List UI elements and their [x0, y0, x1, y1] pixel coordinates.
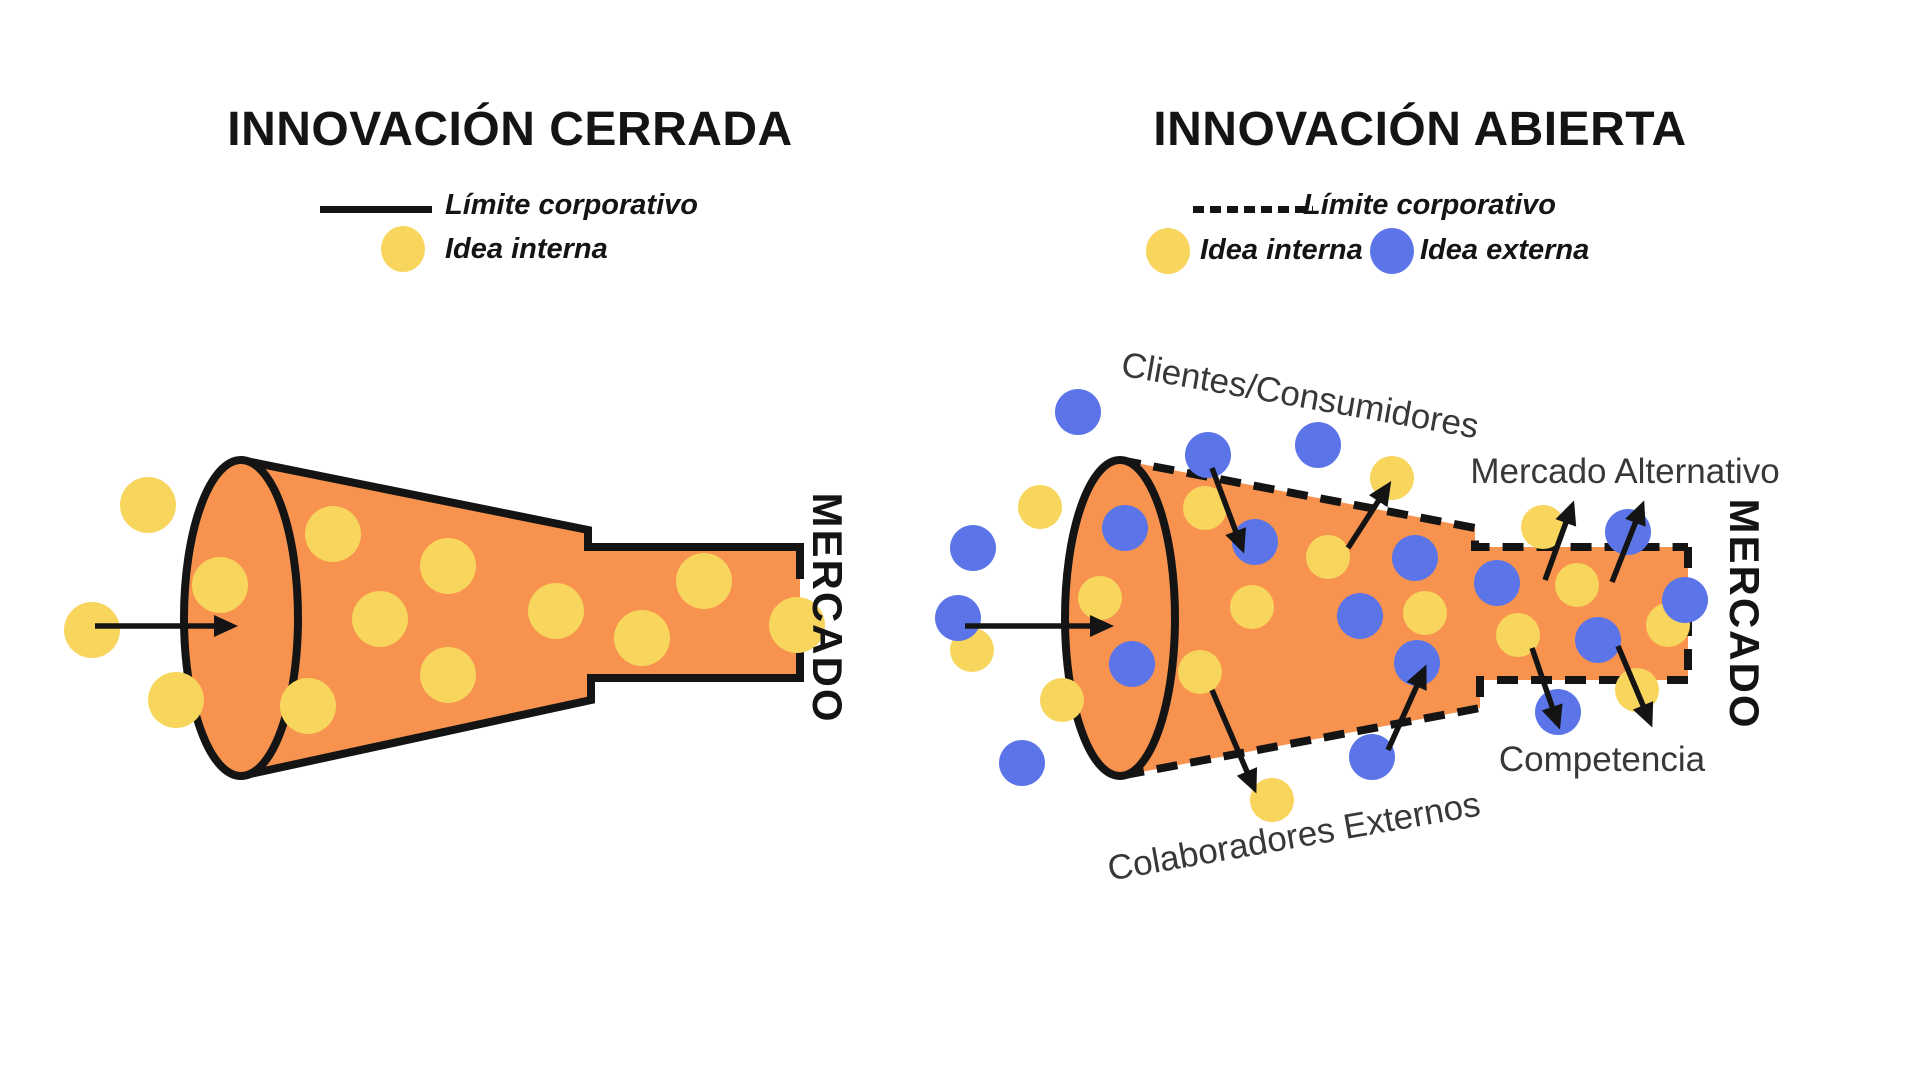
- internal-idea-open-dot: [1250, 778, 1294, 822]
- internal-idea-swatch-open: [1146, 228, 1190, 274]
- internal-idea-closed-dot: [192, 557, 248, 613]
- internal-idea-open-dot: [1078, 576, 1122, 620]
- external-idea-open-dot: [1662, 577, 1708, 623]
- idea-flow-arrow: [1385, 664, 1427, 752]
- external-idea-open-dot: [1394, 640, 1440, 686]
- dashed-line-swatch: [1193, 206, 1313, 213]
- internal-idea-open-dot: [1306, 535, 1350, 579]
- internal-idea-closed-dot: [148, 672, 204, 728]
- internal-idea-open-dot: [1555, 563, 1599, 607]
- internal-idea-closed-dot: [280, 678, 336, 734]
- closed-funnel-boundary-edge: [240, 674, 800, 780]
- external-idea-open-dot: [1295, 422, 1341, 468]
- internal-idea-closed-dot: [352, 591, 408, 647]
- internal-idea-open-dot: [1183, 486, 1227, 530]
- alternative-market-annotation: Mercado Alternativo: [1470, 452, 1780, 491]
- idea-flow-arrow: [1542, 500, 1577, 581]
- internal-idea-closed-dot: [769, 597, 825, 653]
- open-market-label: MERCADO: [1721, 498, 1768, 730]
- external-idea-open-dot: [1392, 535, 1438, 581]
- external-idea-open-dot: [950, 525, 996, 571]
- internal-idea-open-dot: [1403, 591, 1447, 635]
- idea-flow-arrow: [1209, 467, 1246, 554]
- open-boundary-legend-label: Límite corporativo: [1303, 189, 1556, 221]
- internal-idea-closed-dot: [420, 538, 476, 594]
- external-idea-open-dot: [1474, 560, 1520, 606]
- internal-idea-open-dot: [1018, 485, 1062, 529]
- closed-funnel-mouth: [180, 456, 302, 780]
- internal-idea-closed-dot: [614, 610, 670, 666]
- external-idea-swatch: [1370, 228, 1414, 274]
- internal-idea-swatch-closed: [381, 226, 425, 272]
- external-idea-open-dot: [1185, 432, 1231, 478]
- idea-flow-arrow: [1209, 688, 1258, 794]
- internal-idea-closed-dot: [305, 506, 361, 562]
- open-funnel-mouth: [1061, 456, 1179, 780]
- external-idea-open-dot: [1055, 389, 1101, 435]
- closed-boundary-legend-label: Límite corporativo: [445, 189, 698, 221]
- open-funnel-boundary-edge: [1119, 676, 1688, 780]
- internal-idea-open-dot: [1040, 678, 1084, 722]
- internal-idea-closed-dot: [420, 647, 476, 703]
- open-funnel-boundary-edge: [1119, 456, 1688, 551]
- competition-annotation: Competencia: [1498, 740, 1706, 779]
- internal-idea-open-dot: [1178, 650, 1222, 694]
- closed-funnel-boundary-edge: [240, 456, 800, 551]
- external-idea-open-dot: [1102, 505, 1148, 551]
- internal-idea-closed-dot: [528, 583, 584, 639]
- external-idea-open-dot: [1349, 734, 1395, 780]
- closed-market-label: MERCADO: [804, 492, 851, 724]
- solid-line-swatch: [320, 206, 432, 213]
- closed-funnel-body: [241, 460, 800, 776]
- idea-flow-arrow: [1615, 644, 1654, 728]
- internal-idea-closed-dot: [120, 477, 176, 533]
- idea-flow-arrow: [1529, 647, 1563, 730]
- internal-idea-open-dot: [1230, 585, 1274, 629]
- external-idea-open-dot: [1575, 617, 1621, 663]
- idea-flow-arrow: [1345, 480, 1392, 550]
- external-idea-open-dot: [1535, 689, 1581, 735]
- closed-internal-idea-legend-label: Idea interna: [445, 233, 608, 265]
- idea-flow-arrow: [1609, 500, 1646, 584]
- external-idea-open-dot: [935, 595, 981, 641]
- internal-idea-open-dot: [1496, 613, 1540, 657]
- external-idea-open-dot: [1337, 593, 1383, 639]
- internal-idea-closed-dot: [64, 602, 120, 658]
- closed-innovation-title: INNOVACIÓN CERRADA: [227, 103, 793, 156]
- internal-idea-closed-dot: [676, 553, 732, 609]
- open-innovation-title: INNOVACIÓN ABIERTA: [1153, 103, 1687, 156]
- internal-idea-open-dot: [1521, 505, 1565, 549]
- external-idea-open-dot: [999, 740, 1045, 786]
- open-internal-idea-legend-label: Idea interna: [1200, 234, 1363, 266]
- external-idea-open-dot: [1109, 641, 1155, 687]
- external-idea-legend-label: Idea externa: [1420, 234, 1590, 266]
